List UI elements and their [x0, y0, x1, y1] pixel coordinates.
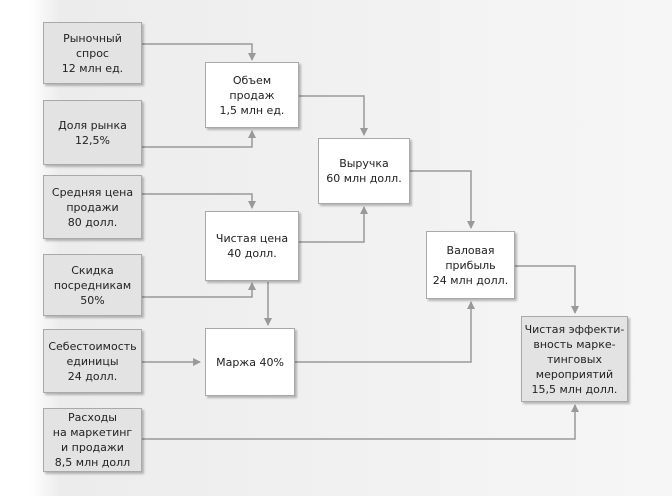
box-market-share: Доля рынка 12,5%	[43, 100, 142, 165]
box-net-marketing-contribution: Чистая эффекти- вность марке- тинговых м…	[521, 316, 628, 402]
box-avg-price: Средняя цена продажи 80 долл.	[43, 175, 142, 239]
arrow-gross-to-net	[515, 265, 579, 314]
arrow-price-to-netprice	[142, 193, 256, 209]
arrow-discount-to-netprice	[142, 282, 256, 298]
box-unit-cost: Себестоимость единицы 24 долл.	[43, 329, 142, 393]
arrow-revenue-to-gross	[410, 170, 475, 229]
box-marketing-expenses: Расходы на маркетинг и продажи 8,5 млн д…	[43, 408, 142, 472]
box-sales-volume: Объем продаж 1,5 млн ед.	[205, 62, 299, 128]
box-margin: Маржа 40%	[205, 328, 295, 396]
arrow-netprice-to-revenue	[299, 206, 368, 243]
arrow-demand-to-volume	[142, 43, 256, 61]
box-market-demand: Рыночный спрос 12 млн ед.	[43, 22, 142, 84]
arrow-margin-to-gross	[295, 301, 475, 363]
arrow-expenses-to-net	[142, 404, 579, 440]
box-dealer-discount: Скидка посредникам 50%	[43, 254, 142, 316]
arrow-share-to-volume	[142, 130, 256, 148]
arrow-volume-to-revenue	[299, 95, 368, 136]
box-gross-profit: Валовая прибыль 24 млн долл.	[426, 231, 515, 299]
box-revenue: Выручка 60 млн долл.	[318, 138, 410, 204]
box-net-price: Чистая цена 40 долл.	[205, 211, 299, 281]
